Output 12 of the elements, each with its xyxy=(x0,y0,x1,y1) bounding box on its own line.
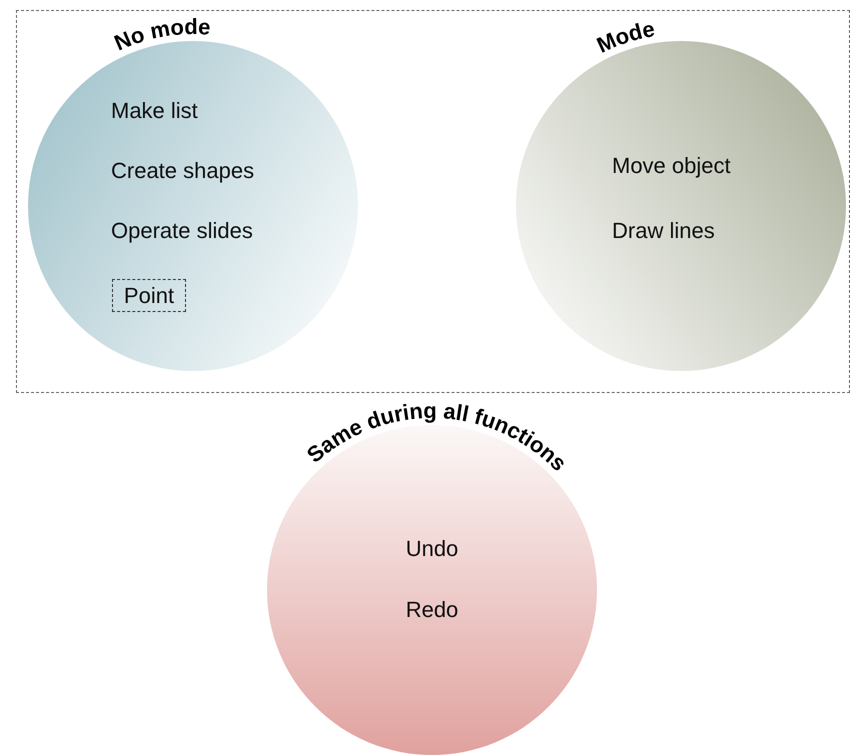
dashed-highlight-box xyxy=(112,279,186,312)
item-text: Create shapes xyxy=(111,158,254,184)
item-text: Draw lines xyxy=(612,218,715,244)
item-text: Point xyxy=(122,283,176,309)
circle-heading: No mode xyxy=(110,14,212,56)
circle-heading: Mode xyxy=(593,16,657,58)
item-text: Make list xyxy=(111,98,198,124)
item-text: Move object xyxy=(612,153,731,179)
item-text: Operate slides xyxy=(111,218,253,244)
item-text: Undo xyxy=(404,536,460,562)
item-text: Redo xyxy=(404,597,460,623)
dashed-group-frame xyxy=(16,10,850,393)
